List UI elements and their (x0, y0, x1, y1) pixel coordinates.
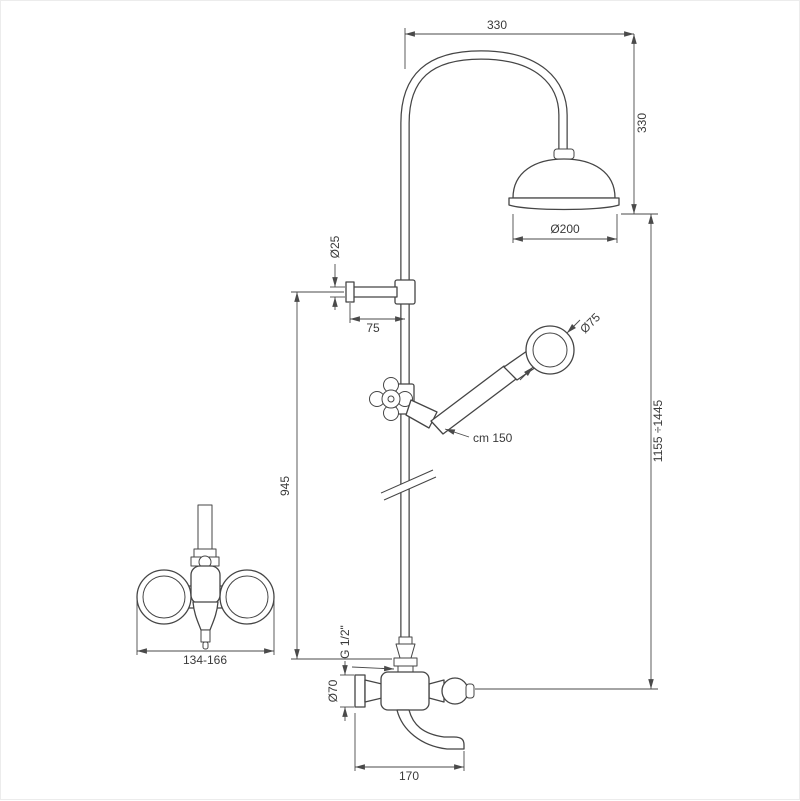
shower-head-rim (508, 197, 620, 211)
detail-left-escutcheon-inner (142, 575, 186, 619)
dim-head-diameter-label: Ø200 (550, 222, 580, 236)
dim-handshower-diameter-label: Ø75 (577, 310, 603, 336)
mixer-body (380, 671, 430, 711)
dim-handshower-dia-upper (566, 319, 581, 334)
dim-handshower-dia-lower (519, 366, 534, 381)
dim-total-height-label: 1155 ÷1445 (651, 399, 665, 462)
riser-gooseneck-tube (401, 51, 567, 651)
leader-thread (351, 665, 395, 672)
mixer-bell-left (364, 679, 383, 703)
detail-pipe-stub (197, 504, 213, 550)
wall-flange (345, 281, 355, 303)
dimensions: 330 330 Ø200 1155 ÷1445 Ø25 75 945 Ø75 (136, 18, 665, 783)
mixer-handle-cap (465, 683, 475, 699)
mixer-escutcheon (354, 674, 366, 708)
handshower-face (532, 332, 568, 368)
handshower-handle (430, 365, 517, 435)
dim-arm-length-label: 75 (366, 321, 380, 335)
hose-length-label: cm 150 (473, 431, 513, 445)
wall-supply-arm (352, 286, 398, 298)
detail-lower-bell (192, 601, 219, 631)
detail-stem (200, 629, 211, 643)
handshower-holder-cone (405, 399, 438, 429)
pipe-break-line-lower (383, 476, 437, 501)
pipe-break-gap (381, 470, 436, 500)
wall-fitting-detail-view (136, 504, 275, 650)
detail-right-escutcheon-inner (225, 575, 269, 619)
arm-junction-fitting (394, 279, 416, 305)
pipe-break-line-upper (380, 469, 434, 494)
base-connector-collar (398, 636, 413, 645)
shower-column-fixture (345, 50, 620, 750)
leader-hose-length (444, 428, 470, 438)
dim-column-height-label: 945 (278, 476, 292, 496)
dim-wall-centers-label: 134-166 (183, 653, 227, 667)
dim-escutcheon-diameter-label: Ø70 (326, 679, 340, 702)
base-connector-taper (395, 643, 416, 659)
cross-handle-center-dot (387, 395, 395, 403)
dim-head-height-label: 330 (635, 113, 649, 133)
base-connector-ring (393, 657, 418, 667)
mixer-handle-ball (441, 677, 469, 705)
shower-head-collar (553, 148, 575, 160)
dim-spout-reach-label: 170 (399, 769, 419, 783)
detail-center-body (190, 565, 221, 605)
thread-size-label: G 1/2" (338, 625, 352, 659)
tub-spout (396, 709, 465, 750)
dim-riser-diameter-label: Ø25 (328, 235, 342, 258)
detail-stem-tip (202, 641, 209, 650)
dim-top-width-label: 330 (487, 18, 507, 32)
shower-head-dome (512, 158, 616, 199)
